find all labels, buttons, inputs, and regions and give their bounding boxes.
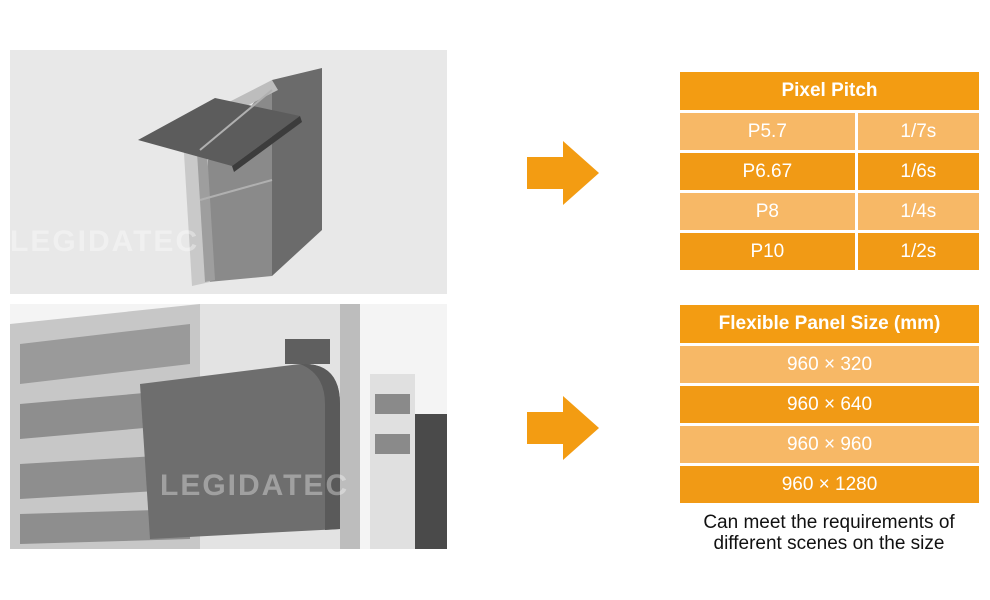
pitch-cell: P8 [680,193,858,233]
pitch-cell: P5.7 [680,113,858,153]
watermark-text: LEGIDATEC [10,225,200,258]
pitch-cell: P10 [680,233,858,273]
caption-line: different scenes on the size [713,533,945,554]
table-row: P8 1/4s [680,193,979,233]
arrow-right-icon [527,396,599,460]
size-cell: 960 × 640 [680,386,979,426]
size-cell: 960 × 1280 [680,466,979,506]
pitch-cell: P6.67 [680,153,858,193]
caption-text: Can meet the requirements of different s… [668,512,990,554]
table-row: P6.67 1/6s [680,153,979,193]
table-row: 960 × 640 [680,386,979,426]
building-photo: LEGIDATEC [10,304,447,549]
scan-cell: 1/4s [857,193,979,233]
table-row: 960 × 1280 [680,466,979,506]
scan-cell: 1/7s [857,113,979,153]
caption-line: Can meet the requirements of [703,512,955,533]
led-panel-photo: LEGIDATEC [10,50,447,294]
scan-cell: 1/2s [857,233,979,273]
panel-size-header: Flexible Panel Size (mm) [680,305,979,346]
pixel-pitch-table: Pixel Pitch P5.7 1/7s P6.67 1/6s P8 1/4s… [680,72,979,273]
panel-size-table: Flexible Panel Size (mm) 960 × 320 960 ×… [680,305,979,506]
table-row: P5.7 1/7s [680,113,979,153]
table-row: 960 × 960 [680,426,979,466]
arrow-right-icon [527,141,599,205]
watermark-text: LEGIDATEC [160,469,350,502]
size-cell: 960 × 960 [680,426,979,466]
scan-cell: 1/6s [857,153,979,193]
table-row: 960 × 320 [680,346,979,386]
size-cell: 960 × 320 [680,346,979,386]
table-row: P10 1/2s [680,233,979,273]
pixel-pitch-header: Pixel Pitch [680,72,979,113]
